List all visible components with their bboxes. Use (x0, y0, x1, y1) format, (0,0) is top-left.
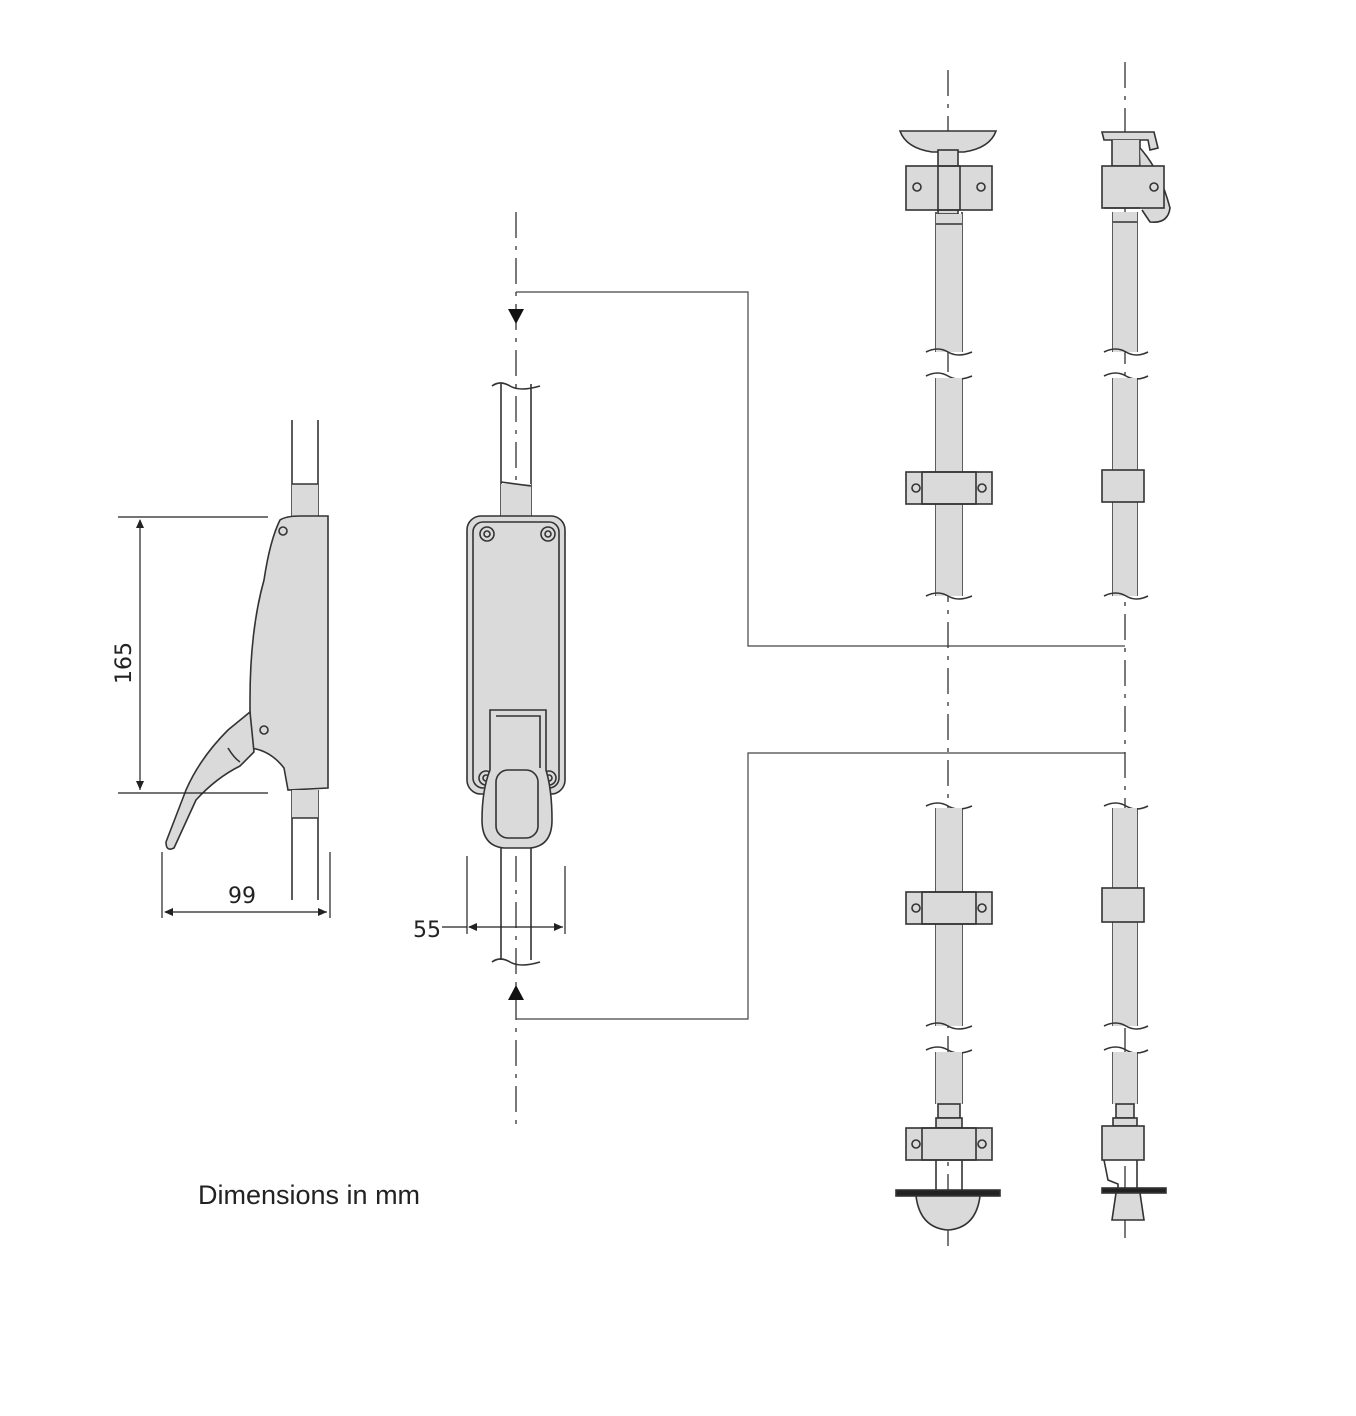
side-view (165, 420, 329, 900)
arrow-down-icon (508, 309, 524, 324)
leader-lines (516, 291, 1125, 1020)
detail-rod-bottom-a (895, 802, 1001, 1231)
depth-dimension-label: 99 (228, 884, 256, 909)
front-view (466, 212, 566, 1125)
height-dimension-label: 165 (112, 642, 137, 684)
dimension-lines-front (442, 856, 566, 934)
arrow-up-icon (508, 985, 524, 1000)
detail-rod-bottom-b (1101, 802, 1167, 1221)
dimension-lines-side (118, 516, 331, 918)
detail-rod-top-a (898, 70, 998, 1250)
detail-rod-top-b (1100, 62, 1171, 1245)
width-dimension-label: 55 (413, 918, 441, 943)
units-note: Dimensions in mm (198, 1180, 420, 1210)
direction-arrows (508, 309, 524, 1000)
